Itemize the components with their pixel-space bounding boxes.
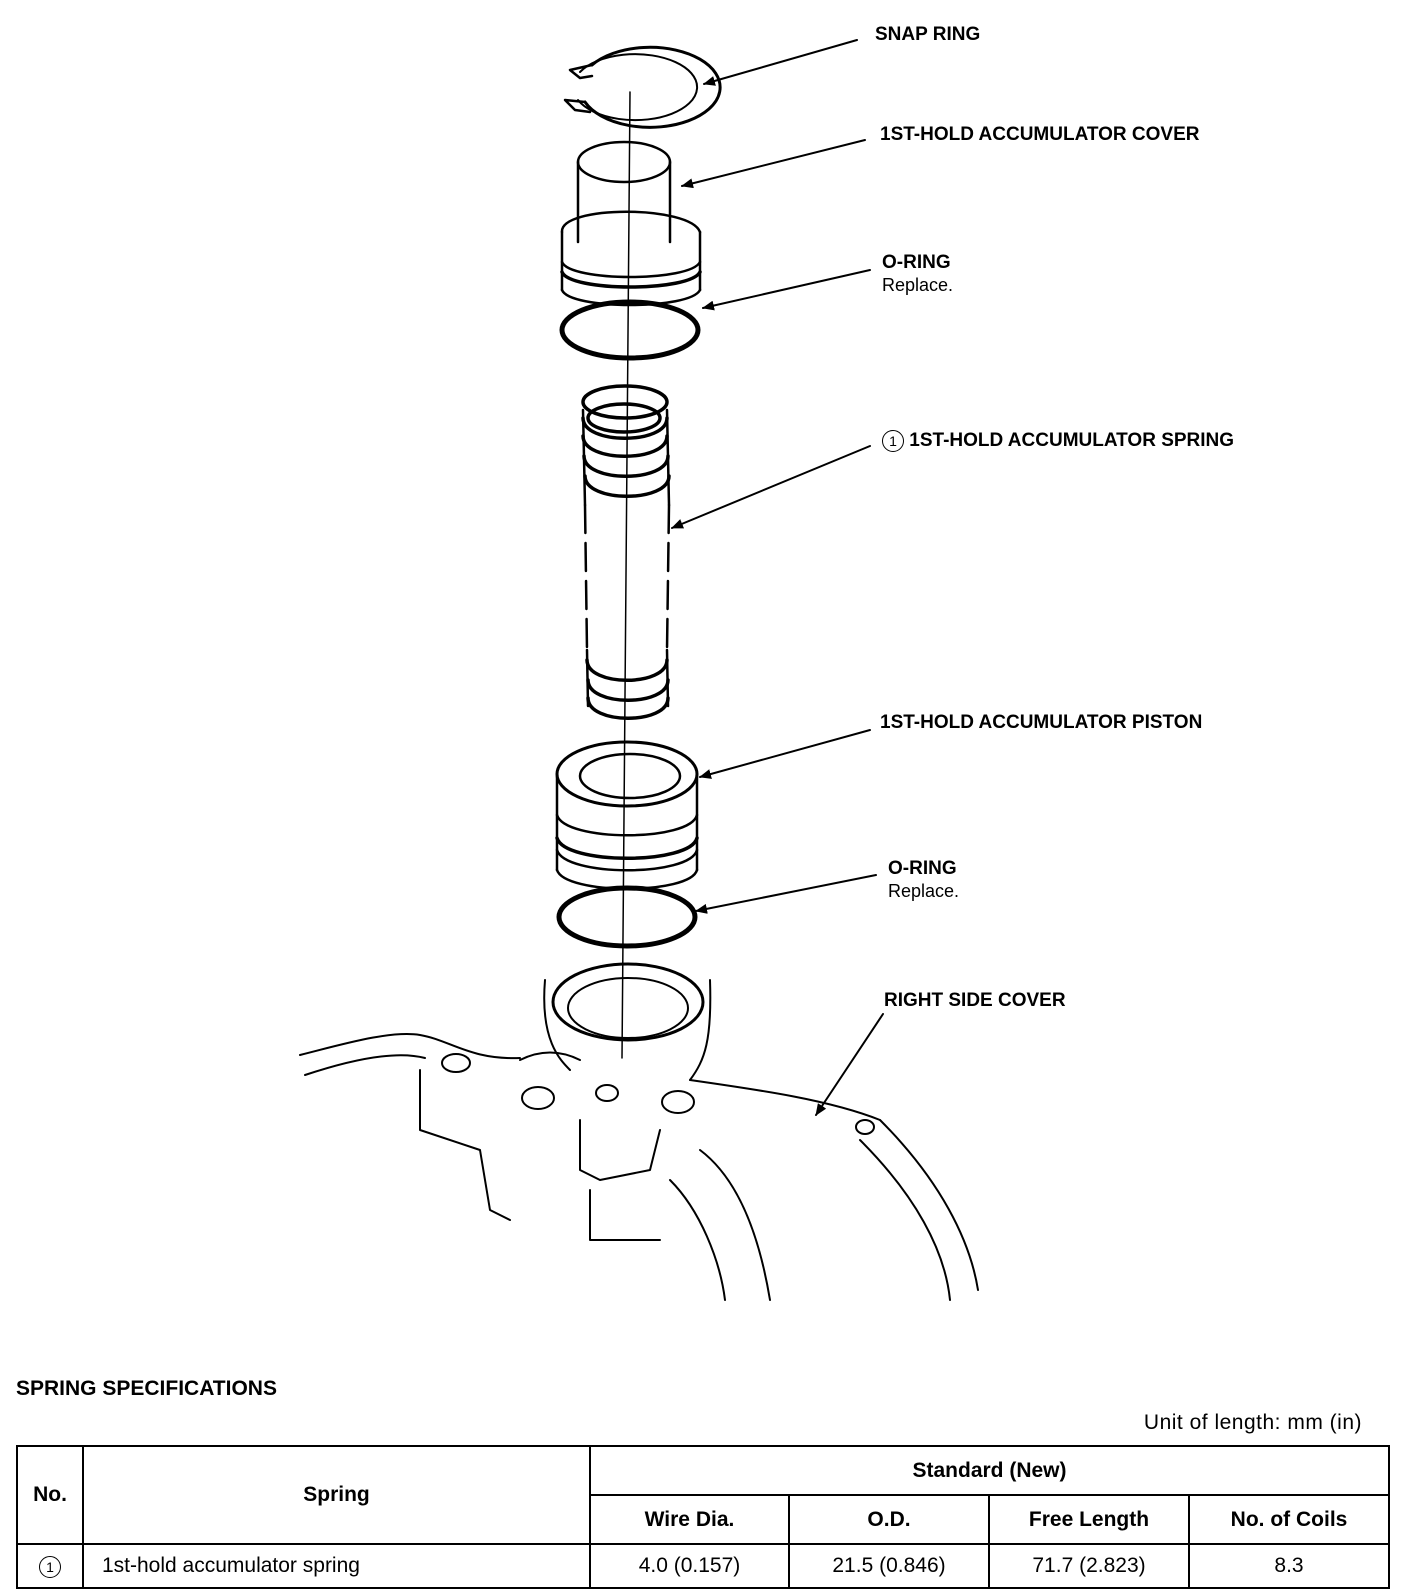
cell-wire-dia: 4.0 (0.157) [589, 1543, 790, 1589]
exploded-view-diagram [299, 39, 979, 1301]
label-accumulator-cover: 1ST-HOLD ACCUMULATOR COVER [880, 124, 1200, 145]
header-coils: No. of Coils [1187, 1494, 1391, 1545]
label-accumulator-piston: 1ST-HOLD ACCUMULATOR PISTON [880, 712, 1203, 733]
header-spring: Spring [82, 1445, 591, 1545]
header-no: No. [16, 1445, 84, 1545]
cell-no: 1 [16, 1543, 84, 1589]
header-od: O.D. [788, 1494, 990, 1545]
header-wire-dia: Wire Dia. [589, 1494, 790, 1545]
part-number-marker: 1 [882, 430, 904, 452]
label-o-ring-top-note: Replace. [882, 275, 954, 295]
center-axis-line [621, 91, 631, 1059]
label-o-ring-bottom-note: Replace. [888, 881, 960, 901]
table-subheader-row: Wire Dia. O.D. Free Length No. of Coils [17, 1494, 1391, 1545]
spec-title: SPRING SPECIFICATIONS [16, 1377, 277, 1400]
row-number-marker: 1 [39, 1556, 61, 1578]
o-ring-top-part [559, 299, 701, 361]
cell-od: 21.5 (0.846) [788, 1543, 990, 1589]
table-row: 1 1st-hold accumulator spring 4.0 (0.157… [16, 1543, 1391, 1589]
label-snap-ring: SNAP RING [875, 24, 981, 45]
label-accumulator-spring: 1 1ST-HOLD ACCUMULATOR SPRING [882, 430, 1234, 452]
label-accumulator-spring-text: 1ST-HOLD ACCUMULATOR SPRING [909, 430, 1235, 451]
table-header-row: No. Spring Standard (New) [16, 1445, 1391, 1545]
spring-spec-table: No. Spring Standard (New) Wire Dia. O.D.… [16, 1445, 1391, 1589]
right-side-cover-part [299, 962, 979, 1301]
snap-ring-part [563, 45, 722, 129]
label-o-ring-bottom: O-RING [888, 858, 957, 879]
leader-lines [671, 39, 884, 1116]
label-o-ring-top: O-RING [882, 252, 951, 273]
accumulator-cover-part [560, 140, 702, 307]
label-right-side-cover: RIGHT SIDE COVER [884, 990, 1066, 1011]
o-ring-bottom-part [556, 885, 698, 949]
cell-free-length: 71.7 (2.823) [988, 1543, 1190, 1589]
header-standard: Standard (New) [588, 1445, 1391, 1496]
accumulator-piston-part [555, 740, 699, 890]
header-free-length: Free Length [988, 1494, 1190, 1545]
cell-coils: 8.3 [1187, 1543, 1391, 1589]
unit-note: Unit of length: mm (in) [1143, 1411, 1362, 1434]
cell-spring: 1st-hold accumulator spring [82, 1543, 591, 1589]
accumulator-spring-part [581, 384, 671, 720]
